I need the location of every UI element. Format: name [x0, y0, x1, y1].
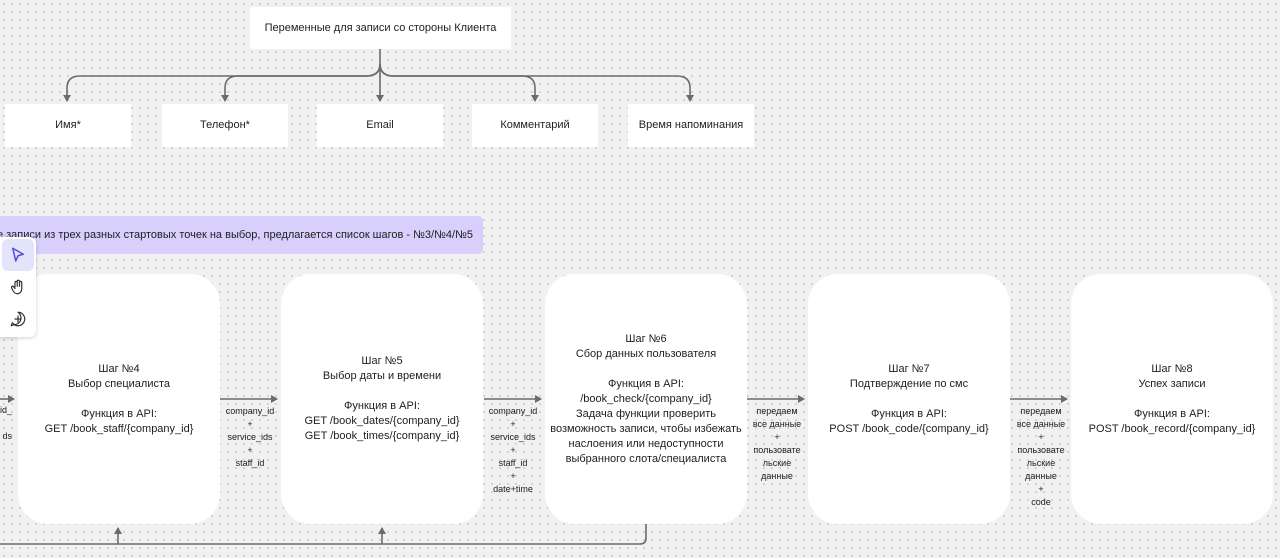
variable-reminder-box[interactable]: Время напоминания [628, 104, 754, 147]
step-7-text: Шаг №7 Подтверждение по смс Функция в AP… [829, 362, 989, 435]
add-comment-icon [10, 311, 26, 327]
step-8-text: Шаг №8 Успех записи Функция в API: POST … [1088, 362, 1256, 435]
step-4-card[interactable]: Шаг №4 Выбор специалиста Функция в API: … [18, 274, 220, 524]
connector-to-comment [379, 63, 539, 102]
step-6-text: Шаг №6 Сбор данных пользователя Функция … [550, 332, 742, 465]
variable-label: Email [366, 119, 394, 131]
connector-to-name [63, 63, 381, 102]
variable-label: Имя* [55, 119, 81, 131]
variable-email-box[interactable]: Email [317, 104, 443, 147]
variable-label: Телефон* [200, 119, 250, 131]
connector-to-reminder [379, 63, 694, 102]
edge-label-step5-step6: company_id + service_ids + staff_id + da… [488, 406, 538, 494]
client-variables-header-label: Переменные для записи со стороны Клиента [264, 21, 497, 34]
canvas-toolbar [0, 237, 36, 337]
variable-name-box[interactable]: Имя* [5, 104, 131, 147]
step-5-text: Шаг №5 Выбор даты и времени Функция в AP… [304, 355, 460, 442]
step-5-card[interactable]: Шаг №5 Выбор даты и времени Функция в AP… [281, 274, 483, 524]
edge-label-incoming: _id ds [0, 405, 12, 441]
start-points-banner[interactable]: ние записи из трех разных стартовых точе… [0, 216, 483, 254]
client-variables-header[interactable]: Переменные для записи со стороны Клиента [250, 7, 511, 49]
connector-return-bottom [0, 524, 647, 545]
variable-phone-box[interactable]: Телефон* [162, 104, 288, 147]
hand-tool-button[interactable] [2, 271, 34, 303]
step-4-text: Шаг №4 Выбор специалиста Функция в API: … [44, 362, 194, 435]
comment-tool-button[interactable] [2, 303, 34, 335]
edge-label-step6-step7: передаем все данные + пользовате льские … [752, 406, 802, 481]
edge-label-step7-step8: передаем все данные + пользовате льские … [1016, 406, 1066, 507]
step-8-card[interactable]: Шаг №8 Успех записи Функция в API: POST … [1071, 274, 1273, 524]
variable-label: Время напоминания [638, 119, 744, 131]
variable-comment-box[interactable]: Комментарий [472, 104, 598, 147]
connector-to-phone [221, 63, 381, 102]
step-6-card[interactable]: Шаг №6 Сбор данных пользователя Функция … [545, 274, 747, 524]
hand-icon [10, 279, 23, 295]
edge-label-step4-step5: company_id + service_ids + staff_id [225, 406, 275, 468]
select-tool-button[interactable] [2, 239, 34, 271]
start-points-banner-text: ние записи из трех разных стартовых точе… [0, 229, 473, 241]
variable-label: Комментарий [500, 119, 570, 131]
cursor-icon [12, 247, 24, 262]
step-7-card[interactable]: Шаг №7 Подтверждение по смс Функция в AP… [808, 274, 1010, 524]
